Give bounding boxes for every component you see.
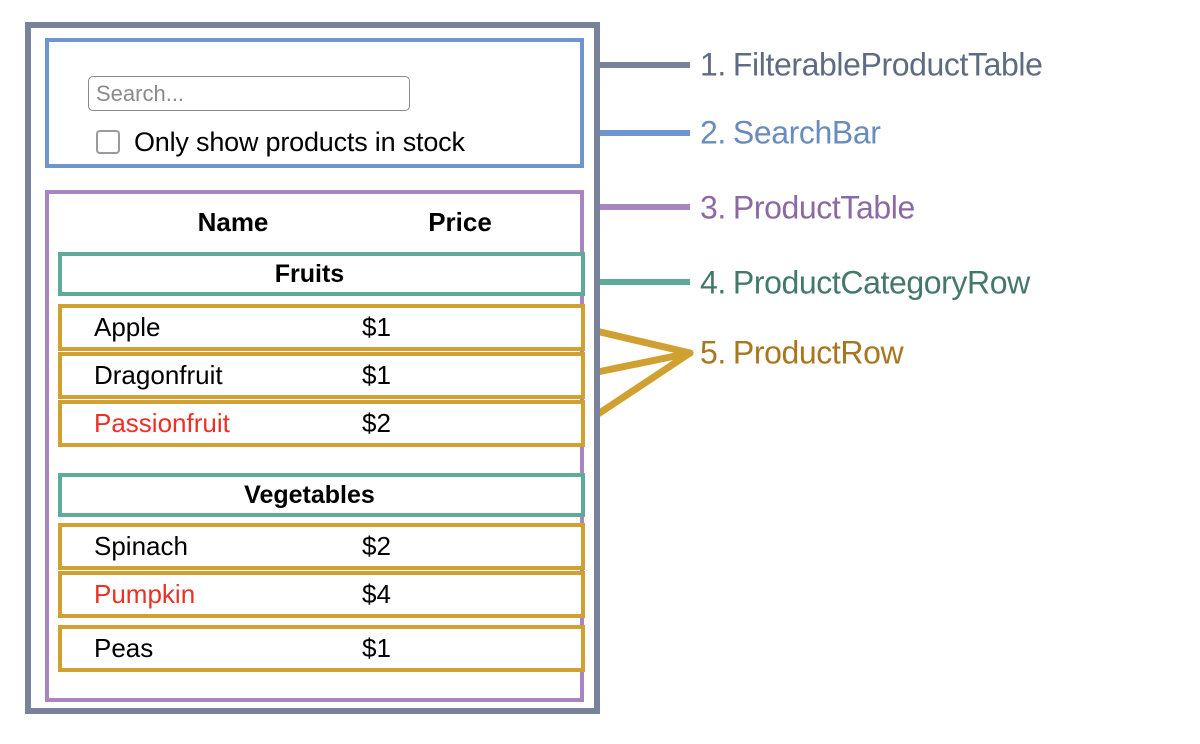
callout-label-product-category-row: 4.ProductCategoryRow [700,265,1030,302]
product-price: $2 [362,530,391,561]
product-name: Pumpkin [94,578,196,609]
product-name: Peas [94,632,154,663]
search-input[interactable] [88,76,410,111]
callout-number: 1. [700,46,726,83]
callout-label-product-table: 3.ProductTable [700,190,915,227]
product-row: Passionfruit $2 [58,400,585,447]
callout-text: ProductCategoryRow [732,264,1030,301]
product-row: Peas $1 [58,625,585,672]
product-price: $2 [362,407,391,438]
column-header-price: Price [428,206,492,237]
callout-number: 5. [700,334,726,371]
callout-label-search-bar: 2.SearchBar [700,114,881,152]
callout-number: 4. [700,264,726,301]
product-category-row: Fruits [58,252,585,296]
product-category-label: Vegetables [244,480,375,509]
product-row: Apple $1 [58,304,585,351]
product-row: Dragonfruit $1 [58,352,585,399]
callout-text: FilterableProductTable [732,46,1043,83]
product-price: $4 [362,578,391,609]
product-name: Spinach [94,530,188,561]
product-category-row: Vegetables [58,473,585,517]
in-stock-checkbox[interactable] [96,130,120,154]
column-header-name: Name [197,206,269,237]
product-row: Spinach $2 [58,523,585,570]
callout-label-product-row: 5.ProductRow [700,334,904,372]
callout-text: SearchBar [732,114,881,151]
product-name: Apple [94,311,161,342]
product-category-label: Fruits [274,259,345,288]
product-price: $1 [362,359,391,390]
product-name: Passionfruit [94,407,230,438]
product-row: Pumpkin $4 [58,571,585,618]
callout-text: ProductRow [732,334,904,371]
callout-number: 3. [700,189,726,226]
callout-label-filterable-product-table: 1.FilterableProductTable [700,46,1043,84]
in-stock-filter-row[interactable]: Only show products in stock [96,125,465,159]
callout-text: ProductTable [732,189,915,226]
product-price: $1 [362,311,391,342]
product-table-header-row: Name Price [45,198,584,246]
in-stock-checkbox-label: Only show products in stock [134,126,465,157]
product-price: $1 [362,632,391,663]
callout-number: 2. [700,114,726,151]
product-name: Dragonfruit [94,359,223,390]
